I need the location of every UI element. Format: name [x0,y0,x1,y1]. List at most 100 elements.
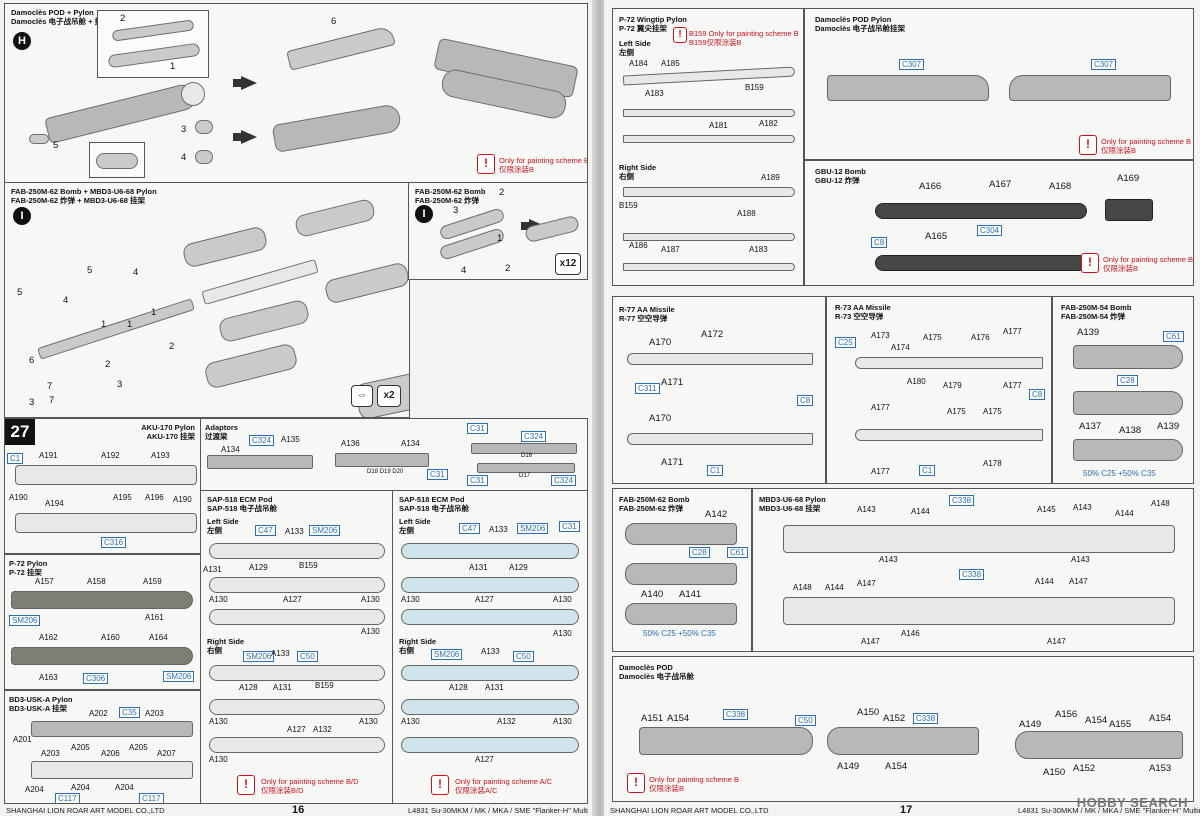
note-en: Only for painting scheme B [1101,137,1192,146]
part-label: A132 [497,717,516,726]
painting-note: Only for painting scheme B 仅限涂装B [1103,255,1193,273]
left-side-tag: Left Side 左侧 [207,517,239,535]
part-number: 2 [499,187,505,198]
part-label: A163 [39,673,58,682]
sap518-panel [401,737,579,753]
color-code: C31 [467,423,488,434]
part-label: A165 [925,231,948,242]
part-number: 1 [151,307,157,318]
side-zh: 左侧 [399,526,414,535]
part-number: 5 [87,265,93,276]
color-code: C324 [551,475,577,486]
panel-title: FAB-250M-62 Bomb FAB-250M-62 炸弹 [415,187,485,205]
r77-missile [627,353,813,365]
color-code: C47 [255,525,276,536]
part-label: A178 [983,459,1002,468]
part-label: A185 [661,59,680,68]
part-label: A186 [629,241,648,250]
color-code: C324 [249,435,275,446]
part-label: A175 [983,407,1002,416]
warning-icon: ! [1081,253,1099,273]
right-side-tag: Right Side 右侧 [207,637,244,655]
page-number: 16 [292,804,305,816]
pod-cap-part [195,150,213,164]
pod-assembled [271,103,403,153]
title-zh: P-72 翼尖挂架 [619,24,667,33]
part-number: 3 [117,379,123,390]
part-label: A134 [221,445,240,454]
title-en: Damoclès POD Pylon [815,15,892,24]
part-label: A127 [283,595,302,604]
part-label: A130 [553,595,572,604]
title-zh: SAP-518 电子战吊舱 [207,504,278,513]
color-code: C50 [297,651,318,662]
r73-missile-assembled [855,429,1043,441]
left-page: Damoclès POD + Pylon Damoclès 电子战吊舱 + 挂架… [0,0,596,816]
note-zh: 仅限涂装B/D [261,786,304,795]
step-marker: H [13,32,31,50]
panel-title: FAB-250M-62 Bomb + MBD3-U6-68 Pylon FAB-… [11,187,157,205]
mbd3-assembly [201,259,319,305]
note-zh: 仅限涂装B [1103,264,1139,273]
color-code: C324 [521,431,547,442]
part-label: A189 [761,173,780,182]
part-label: A144 [911,507,930,516]
part-label: A183 [645,89,664,98]
footer-title-truncated: L4831 Su-30MKM / MK / MKA / SME "Flanker… [408,806,588,815]
right-side-tag: Right Side 右侧 [399,637,436,655]
side-zh: 右侧 [619,172,634,181]
part-label: A146 [901,629,920,638]
color-code: SM206 [9,615,41,626]
part-label: A133 [489,525,508,534]
quantity-badge: x12 [555,253,581,275]
title-zh: R-77 空空导弹 [619,314,668,323]
part-label: A139 [1077,327,1100,338]
part-number: 4 [133,267,139,278]
panel-fab-mbd3: FAB-250M-62 Bomb + MBD3-U6-68 Pylon FAB-… [4,182,410,418]
part-label: A187 [661,245,680,254]
r77-missile-assembled [627,433,813,445]
gbu12-bomb [875,203,1087,219]
part-label: A204 [115,783,134,792]
pylon-part [286,25,396,71]
note-en: B159 Only for painting scheme B [689,29,799,38]
title-zh: Damoclès 电子战吊舱 [619,672,695,681]
side-en: Left Side [399,517,431,526]
flip-icon: ⇔ [351,385,373,407]
part-label: A138 [1119,425,1142,436]
part-label: A144 [825,583,844,592]
part-label: A167 [989,179,1012,190]
part-label: A143 [879,555,898,564]
part-label: A205 [129,743,148,752]
damocles-pod-front [827,727,979,755]
part-label: A133 [271,649,290,658]
panel-sap518-bd: SAP-518 ECM Pod SAP-518 电子战吊舱 Left Side … [200,490,394,804]
part-label: A159 [143,577,162,586]
color-code: C8 [871,237,888,248]
decal-label: D17 [519,473,531,479]
painting-note: B159 Only for painting scheme B B159仅限涂装… [689,29,799,47]
color-code: C338 [959,569,985,580]
side-zh: 左侧 [619,48,634,57]
color-code: C306 [83,673,109,684]
gbu12-tail-part [1105,199,1153,221]
part-label: A150 [1043,767,1066,778]
title-en: Adaptors [205,423,238,432]
part-label: A158 [87,577,106,586]
side-zh: 右侧 [207,646,222,655]
color-code: C8 [1029,389,1046,400]
title-en: SAP-518 ECM Pod [399,495,465,504]
color-code: C28 [689,547,710,558]
color-code: C31 [427,469,448,480]
part-label: A176 [971,333,990,342]
title-zh: 过渡梁 [205,432,228,441]
panel-title: R-73 AA Missile R-73 空空导弹 [835,303,891,321]
side-en: Right Side [399,637,437,646]
color-code: C8 [797,395,814,406]
mbd3-pylon-top [783,525,1175,553]
part-number: 1 [170,61,176,72]
part-label: A144 [1035,577,1054,586]
note-en: Only for painting scheme B/D [261,777,359,786]
panel-gbu12: GBU-12 Bomb GBU-12 炸弹 A166 A167 A168 A16… [804,160,1194,286]
